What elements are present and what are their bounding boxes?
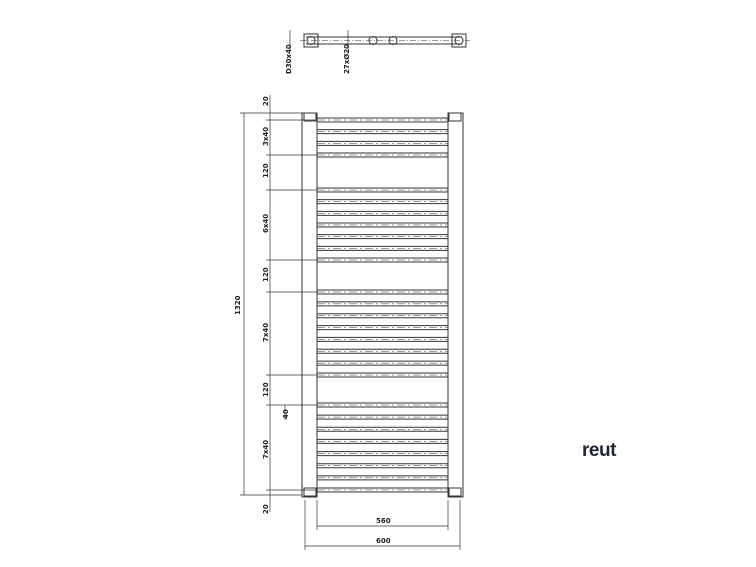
- front-view: [301, 112, 464, 498]
- heating-bar: [317, 257, 448, 263]
- dim-segment: 20: [262, 96, 270, 106]
- dim-bar-pitch: 40: [282, 409, 290, 419]
- heating-bar: [317, 245, 448, 251]
- top-view: [289, 30, 470, 50]
- dim-total-height: 1320: [234, 295, 242, 315]
- heating-bar: [317, 234, 448, 240]
- heating-bar: [317, 140, 448, 146]
- brand-logo: reut: [582, 440, 616, 461]
- heating-bar: [317, 187, 448, 193]
- dim-segment: 120: [262, 267, 270, 282]
- heating-bar: [317, 438, 448, 444]
- dim-segment: 20: [262, 504, 270, 514]
- heating-bar: [317, 152, 448, 158]
- heating-bar: [317, 360, 448, 366]
- heating-bar: [317, 402, 448, 408]
- left-rail: [301, 112, 318, 498]
- heating-bar: [317, 325, 448, 331]
- heating-bar: [317, 301, 448, 307]
- dim-top-left: D30x40: [285, 44, 293, 74]
- heating-bar: [317, 336, 448, 342]
- dim-segment: 120: [262, 382, 270, 397]
- heating-bar: [317, 426, 448, 432]
- heating-bar: [317, 313, 448, 319]
- heating-bar: [317, 129, 448, 135]
- dimension-lines: [240, 95, 461, 550]
- heating-bar: [317, 199, 448, 205]
- heating-bar: [317, 289, 448, 295]
- dim-top-mid: 27xØ20: [343, 44, 351, 74]
- heating-bar: [317, 414, 448, 420]
- dim-segment: 6x40: [262, 214, 270, 233]
- dim-outer-width: 600: [376, 537, 391, 545]
- dim-inner-width: 560: [376, 517, 391, 525]
- heating-bar: [317, 117, 448, 123]
- dim-segment: 7x40: [262, 323, 270, 342]
- heating-bar: [317, 348, 448, 354]
- heating-bar: [317, 372, 448, 378]
- heating-bar: [317, 210, 448, 216]
- dim-segment: 3x40: [262, 127, 270, 146]
- heating-bar: [317, 463, 448, 469]
- dim-segment: 7x40: [262, 440, 270, 459]
- dim-segment: 120: [262, 163, 270, 178]
- heating-bar: [317, 487, 448, 493]
- heating-bar: [317, 475, 448, 481]
- heating-bar: [317, 451, 448, 457]
- right-rail: [447, 112, 464, 498]
- heating-bar: [317, 222, 448, 228]
